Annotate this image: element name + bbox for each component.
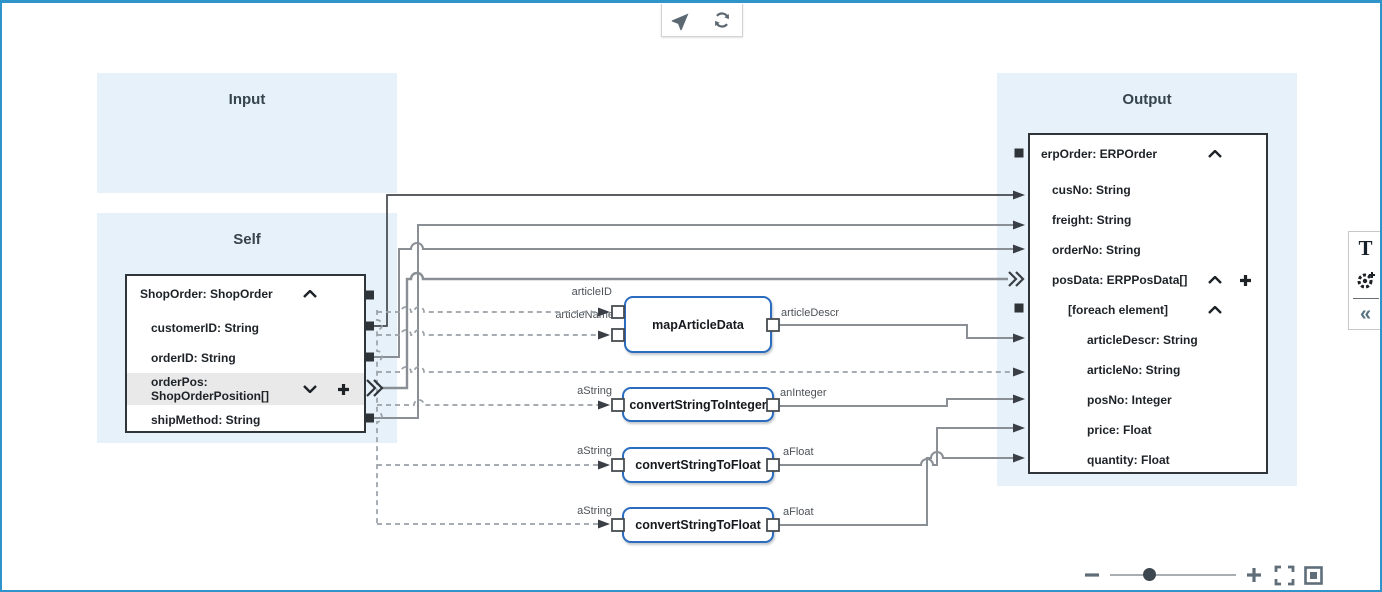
zoom-out-button[interactable] [1082, 565, 1102, 585]
tree-row-foreach[interactable]: [foreach element] [1030, 295, 1266, 325]
tree-row-label: orderNo: String [1052, 243, 1141, 257]
tree-row-erporder[interactable]: erpOrder: ERPOrder [1030, 135, 1266, 173]
port-label-articlename: articleName [555, 309, 614, 321]
tree-row-label: posNo: Integer [1087, 393, 1172, 407]
tree-row-label: ShopOrder: ShopOrder [140, 287, 273, 301]
tree-row-customerid[interactable]: customerID: String [127, 312, 364, 343]
tree-row-shipmethod[interactable]: shipMethod: String [127, 405, 364, 435]
navigate-button[interactable] [662, 4, 702, 36]
tree-row-label: cusNo: String [1052, 183, 1131, 197]
tree-row-price[interactable]: price: Float [1030, 415, 1266, 445]
fit-view-icon [1304, 565, 1323, 585]
port-label-astring-1: aString [577, 385, 612, 397]
fit-view-button[interactable] [1303, 565, 1324, 586]
tree-row-freight[interactable]: freight: String [1030, 205, 1266, 235]
chevron-up-icon[interactable] [302, 286, 318, 302]
self-tree: ShopOrder: ShopOrder customerID: String … [125, 274, 366, 433]
tree-row-label: quantity: Float [1087, 453, 1170, 467]
chevron-up-icon[interactable] [1207, 302, 1223, 318]
connection-astring-int-in [377, 399, 598, 406]
collapse-panel-button[interactable]: « [1349, 301, 1380, 327]
navigate-icon [671, 13, 689, 31]
port-label-astring-2: aString [577, 445, 612, 457]
output-panel-title: Output [1122, 91, 1172, 108]
tree-row-label: orderPos: ShopOrderPosition[] [151, 375, 269, 403]
zoom-slider-knob[interactable] [1143, 568, 1156, 581]
function-label: convertStringToFloat [635, 518, 761, 532]
tree-ports[interactable] [365, 148, 1024, 423]
add-function-button[interactable] [1349, 264, 1380, 296]
plus-icon[interactable] [335, 381, 351, 397]
port-articlename-in[interactable] [611, 328, 625, 342]
tree-row-posno[interactable]: posNo: Integer [1030, 385, 1266, 415]
zoom-slider[interactable] [1110, 568, 1236, 582]
zoom-bar [1082, 561, 1344, 589]
tree-row-cusno[interactable]: cusNo: String [1030, 175, 1266, 205]
zoom-in-button[interactable] [1244, 565, 1264, 585]
function-convert-string-to-float-2[interactable]: convertStringToFloat [622, 507, 774, 543]
tree-row-label: freight: String [1052, 213, 1132, 227]
tree-row-label: erpOrder: ERPOrder [1041, 147, 1158, 161]
collapse-icon: « [1359, 303, 1372, 325]
text-tool-button[interactable]: T [1349, 232, 1380, 264]
zoom-out-icon [1085, 573, 1099, 577]
refresh-button[interactable] [702, 4, 742, 36]
tree-row-label: customerID: String [151, 320, 260, 335]
function-convert-string-to-float-1[interactable]: convertStringToFloat [622, 447, 774, 483]
connection-articlename-in [377, 329, 598, 336]
port-label-articleid: articleID [571, 286, 612, 298]
function-label: convertStringToInteger [629, 397, 767, 412]
tree-row-orderno[interactable]: orderNo: String [1030, 235, 1266, 265]
refresh-icon [715, 12, 729, 28]
fullscreen-button[interactable] [1274, 565, 1295, 586]
fullscreen-icon [1274, 565, 1295, 585]
tree-row-orderpos[interactable]: orderPos: ShopOrderPosition[] [127, 373, 364, 405]
tree-row-label: articleDescr: String [1087, 333, 1198, 347]
function-label: convertStringToFloat [635, 458, 761, 472]
text-tool-icon: T [1358, 235, 1373, 260]
tree-row-shoporder[interactable]: ShopOrder: ShopOrder [127, 276, 364, 312]
tree-row-label: posData: ERPPosData[] [1052, 273, 1188, 287]
input-panel: Input [97, 73, 397, 193]
toolbar-divider [1352, 298, 1379, 299]
tree-row-orderid[interactable]: orderID: String [127, 343, 364, 373]
tree-row-label: orderID: String [151, 351, 236, 365]
connection-articledescr-out [778, 324, 1014, 339]
port-label-afloat-2: aFloat [783, 506, 814, 518]
port-label-astring-3: aString [577, 505, 612, 517]
chevron-down-icon[interactable] [302, 381, 318, 397]
tree-row-articledescr[interactable]: articleDescr: String [1030, 325, 1266, 355]
zoom-in-icon [1247, 568, 1261, 582]
port-label-afloat-1: aFloat [783, 446, 814, 458]
connection-aninteger-posno [778, 398, 1014, 407]
plus-icon[interactable] [1237, 272, 1253, 288]
tree-row-label: shipMethod: String [151, 413, 261, 427]
chevron-up-icon[interactable] [1207, 146, 1223, 162]
port-label-aninteger: anInteger [780, 387, 827, 399]
port-label-articledescr: articleDescr [781, 307, 840, 319]
tree-row-articleno[interactable]: articleNo: String [1030, 355, 1266, 385]
chevron-up-icon[interactable] [1207, 272, 1223, 288]
tree-row-label: price: Float [1087, 423, 1152, 437]
self-panel-title: Self [233, 231, 261, 248]
function-label: mapArticleData [652, 317, 744, 332]
tree-row-label: articleNo: String [1087, 363, 1181, 377]
connection-articleno-direct [377, 366, 1014, 373]
output-tree: erpOrder: ERPOrder cusNo: String freight… [1028, 133, 1268, 474]
tree-row-posdata[interactable]: posData: ERPPosData[] [1030, 265, 1266, 295]
function-convert-string-to-integer[interactable]: convertStringToInteger [622, 387, 774, 422]
tree-row-quantity[interactable]: quantity: Float [1030, 445, 1266, 475]
input-panel-title: Input [228, 91, 266, 108]
side-toolbar: T « [1348, 231, 1380, 330]
gear-plus-icon [1357, 272, 1375, 289]
function-map-article-data[interactable]: mapArticleData [624, 296, 772, 353]
tree-row-label: [foreach element] [1068, 303, 1169, 317]
zoom-slider-track[interactable] [1110, 574, 1236, 576]
top-toolbar [661, 4, 743, 37]
